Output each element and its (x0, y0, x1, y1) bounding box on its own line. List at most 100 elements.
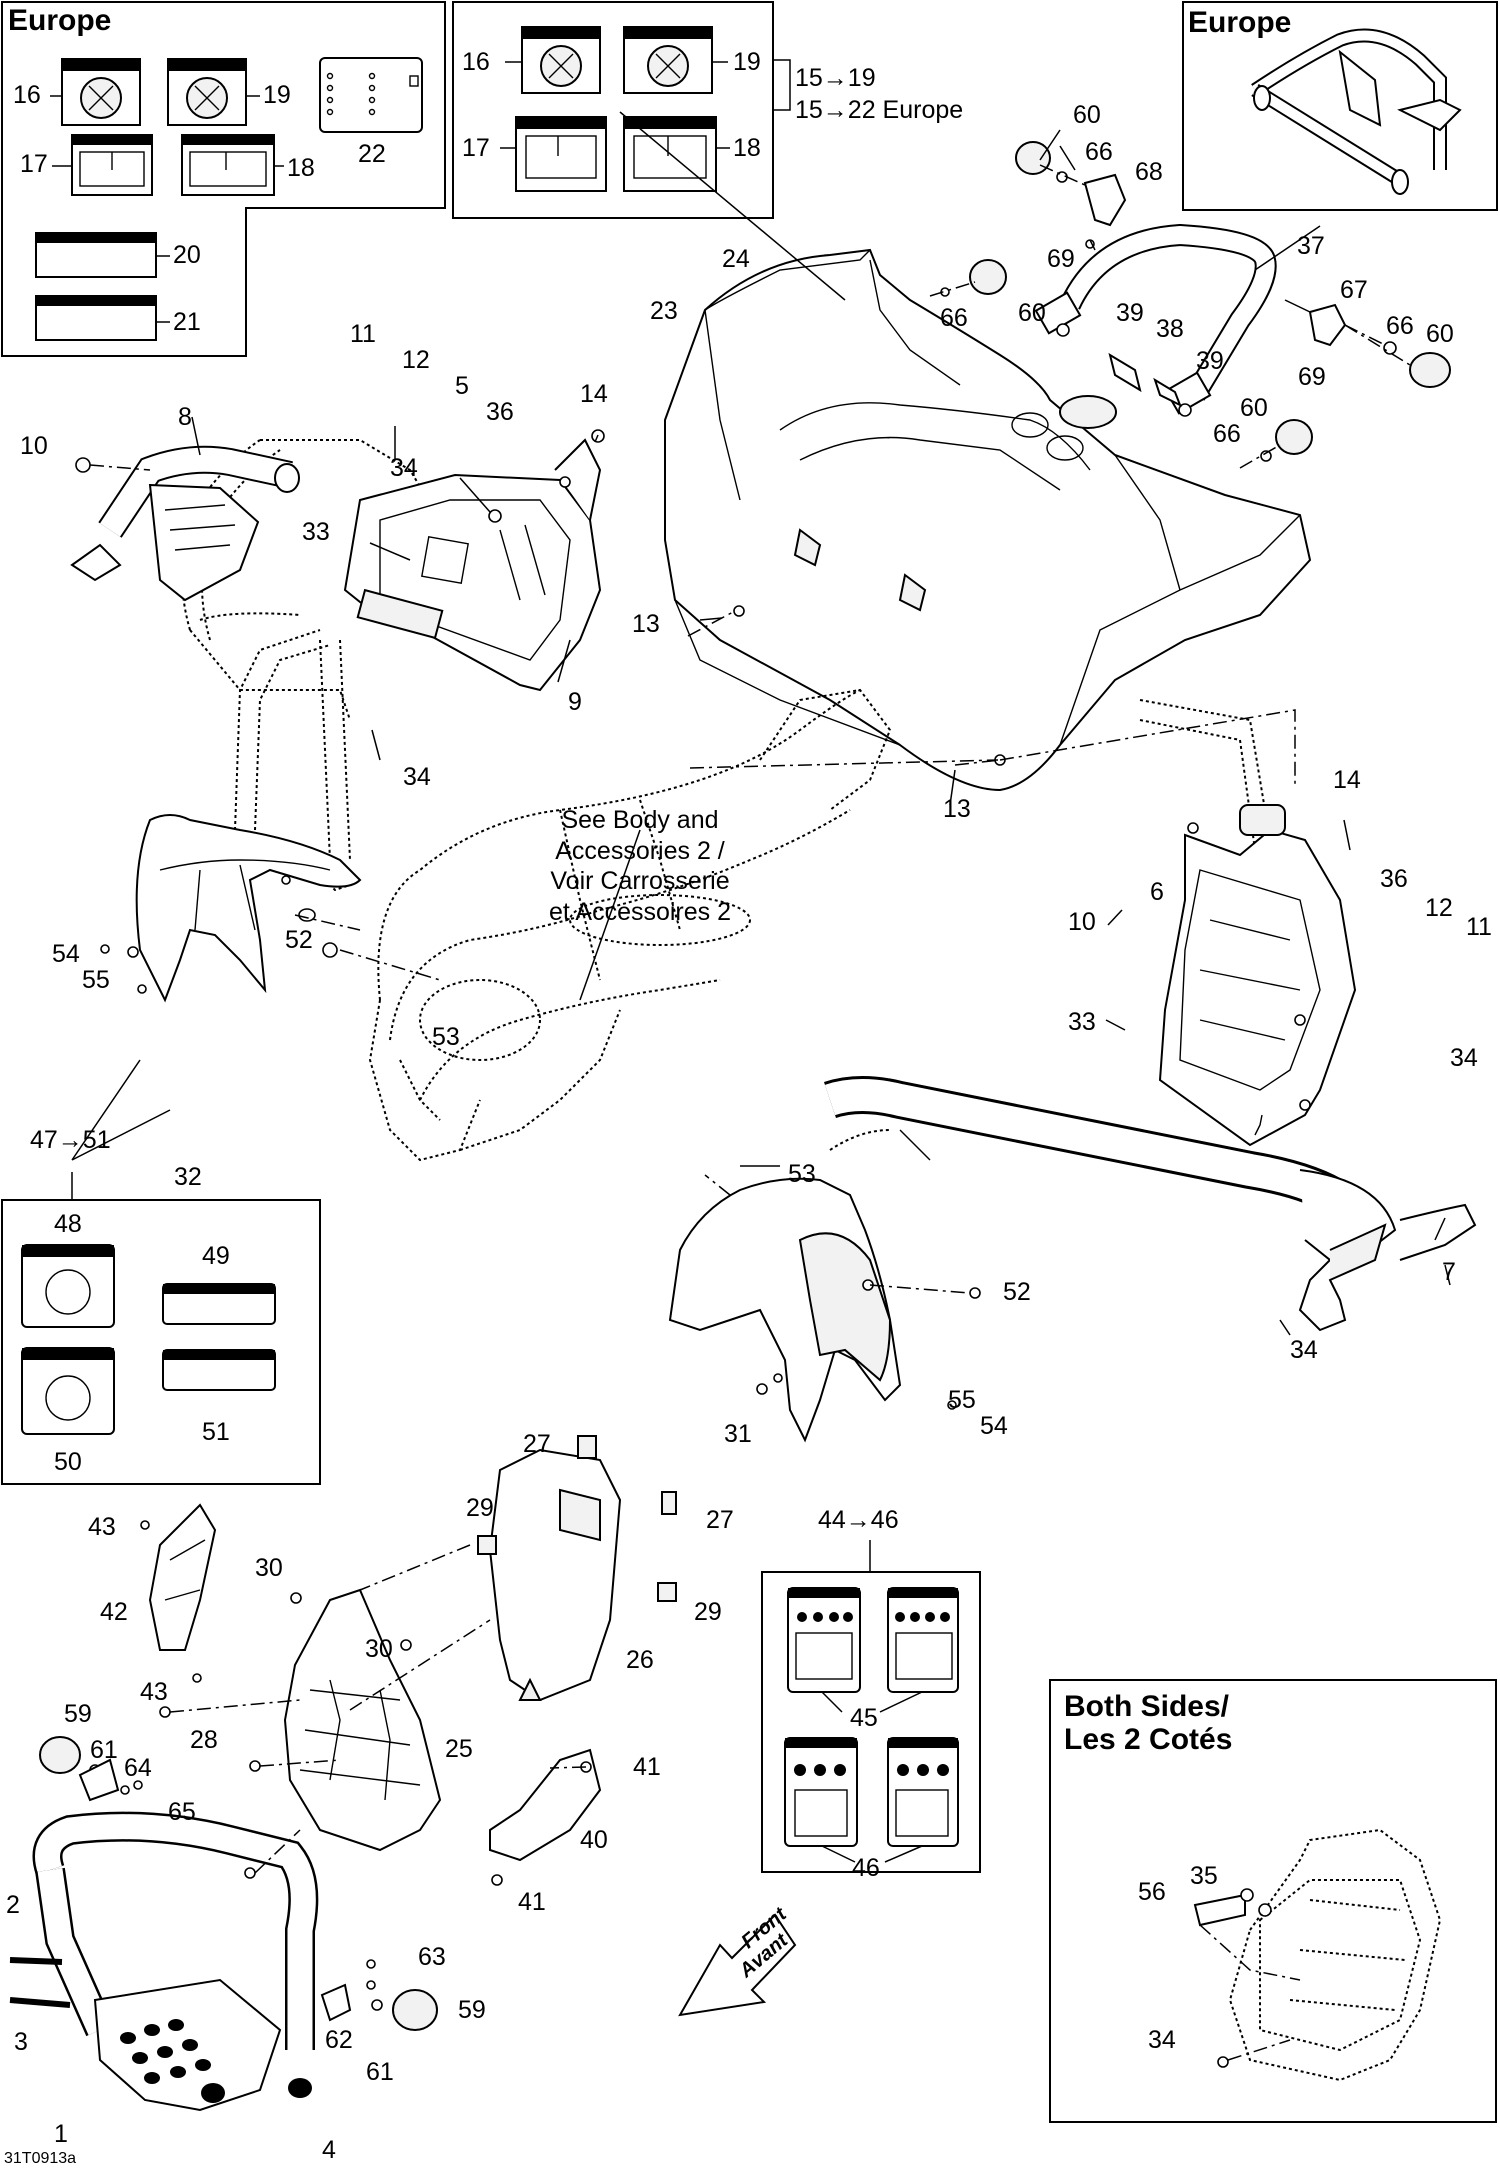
callout-14b: 14 (1333, 766, 1361, 794)
callout-18: 18 (287, 154, 315, 182)
callout-62: 62 (325, 2026, 353, 2054)
callout-13b: 13 (943, 795, 971, 823)
skid-plate-right (1158, 804, 1357, 1147)
callout-34c: 34 (1450, 1044, 1478, 1072)
callout-12b: 12 (1425, 894, 1453, 922)
callout-11b: 11 (1466, 913, 1492, 941)
reference-note: See Body and Accessories 2 / Voir Carros… (520, 805, 760, 927)
callout-55b: 55 (948, 1386, 976, 1414)
callout-34d: 34 (1290, 1336, 1318, 1364)
both-sides-line-1: Both Sides/ (1064, 1690, 1230, 1723)
front-fender-right (668, 1174, 981, 1443)
callout-12a: 12 (402, 346, 430, 374)
callout-35: 35 (1190, 1862, 1218, 1890)
front-fender-left (100, 814, 441, 1003)
callout-21: 21 (173, 308, 201, 336)
callout-69a: 69 (1047, 245, 1075, 273)
callout-7: 7 (1442, 1258, 1456, 1286)
callout-64: 64 (124, 1754, 152, 1782)
callout-38: 38 (1156, 315, 1184, 343)
leader-lines (191, 111, 1451, 1336)
footrest-bar-right (829, 1129, 891, 1151)
reference-line-3: Voir Carrosserie (550, 867, 730, 895)
callout-3: 3 (14, 2028, 28, 2056)
callout-66b: 66 (940, 304, 968, 332)
callout-16b: 16 (462, 48, 490, 76)
callout-30b: 30 (365, 1635, 393, 1663)
callout-31: 31 (724, 1420, 752, 1448)
decal-box-center (452, 1, 791, 219)
callout-67: 67 (1340, 276, 1368, 304)
callout-46: 46 (852, 1854, 880, 1882)
callout-25: 25 (445, 1735, 473, 1763)
callout-37: 37 (1297, 232, 1325, 260)
callout-60c: 60 (1426, 320, 1454, 348)
callout-51: 51 (202, 1418, 230, 1446)
range-44-46: 44→46 (818, 1506, 899, 1534)
callout-16: 16 (13, 81, 41, 109)
callout-32: 32 (174, 1163, 202, 1191)
callout-41b: 41 (518, 1888, 546, 1916)
callout-10a: 10 (20, 432, 48, 460)
callout-10b: 10 (1068, 908, 1096, 936)
callout-8: 8 (178, 403, 192, 431)
callout-34b: 34 (403, 763, 431, 791)
rear-rack (929, 141, 1451, 469)
callout-11a: 11 (350, 320, 376, 348)
both-sides-title: Both Sides/ Les 2 Cotés (1064, 1690, 1232, 1756)
callout-66a: 66 (1085, 138, 1113, 166)
callout-39a: 39 (1116, 299, 1144, 327)
callout-55a: 55 (82, 966, 110, 994)
callout-1: 1 (54, 2120, 68, 2148)
reference-line-2: Accessories 2 / (555, 836, 725, 865)
callout-19b: 19 (733, 48, 761, 76)
callout-34a: 34 (390, 454, 418, 482)
callout-20: 20 (173, 241, 201, 269)
callout-45: 45 (850, 1704, 878, 1732)
callout-36a: 36 (486, 398, 514, 426)
callout-43b: 43 (140, 1678, 168, 1706)
front-grille-assembly (140, 1435, 677, 1886)
callout-33a: 33 (302, 518, 330, 546)
callout-53a: 53 (432, 1023, 460, 1051)
callout-23: 23 (650, 297, 678, 325)
callout-53b: 53 (788, 1160, 816, 1188)
callout-68: 68 (1135, 158, 1163, 186)
callout-49: 49 (202, 1242, 230, 1270)
callout-52b: 52 (1003, 1278, 1031, 1306)
callout-4: 4 (322, 2136, 336, 2164)
callout-59a: 59 (64, 1700, 92, 1728)
skid-plate-left (343, 429, 605, 692)
europe-title-right: Europe (1188, 6, 1292, 39)
callout-5: 5 (455, 372, 469, 400)
europe-decal-box-left (1, 1, 446, 357)
callout-19: 19 (263, 81, 291, 109)
callout-60d: 60 (1240, 394, 1268, 422)
callout-50: 50 (54, 1448, 82, 1476)
callout-61b: 61 (366, 2058, 394, 2086)
callout-65: 65 (168, 1798, 196, 1826)
front-bumper (9, 1736, 438, 2112)
rear-fender-body (664, 248, 1312, 792)
callout-59b: 59 (458, 1996, 486, 2024)
range-15-22-europe: 15→22 Europe (795, 96, 964, 124)
callout-60b: 60 (1018, 299, 1046, 327)
callout-9: 9 (568, 688, 582, 716)
callout-34e: 34 (1148, 2026, 1176, 2054)
diagram-code: 31T0913a (4, 2150, 77, 2167)
callout-17b: 17 (462, 134, 490, 162)
callout-17: 17 (20, 150, 48, 178)
callout-14a: 14 (580, 380, 608, 408)
callout-42: 42 (100, 1598, 128, 1626)
callout-56: 56 (1138, 1878, 1166, 1906)
callout-29a: 29 (466, 1494, 494, 1522)
callout-48: 48 (54, 1210, 82, 1238)
callout-60a: 60 (1073, 101, 1101, 129)
callout-52a: 52 (285, 926, 313, 954)
rear-bumper-right (823, 1076, 1477, 1332)
europe-title-left: Europe (8, 4, 112, 37)
callout-43a: 43 (88, 1513, 116, 1541)
callout-30a: 30 (255, 1554, 283, 1582)
callout-24: 24 (722, 245, 750, 273)
range-15-19: 15→19 (795, 64, 876, 92)
